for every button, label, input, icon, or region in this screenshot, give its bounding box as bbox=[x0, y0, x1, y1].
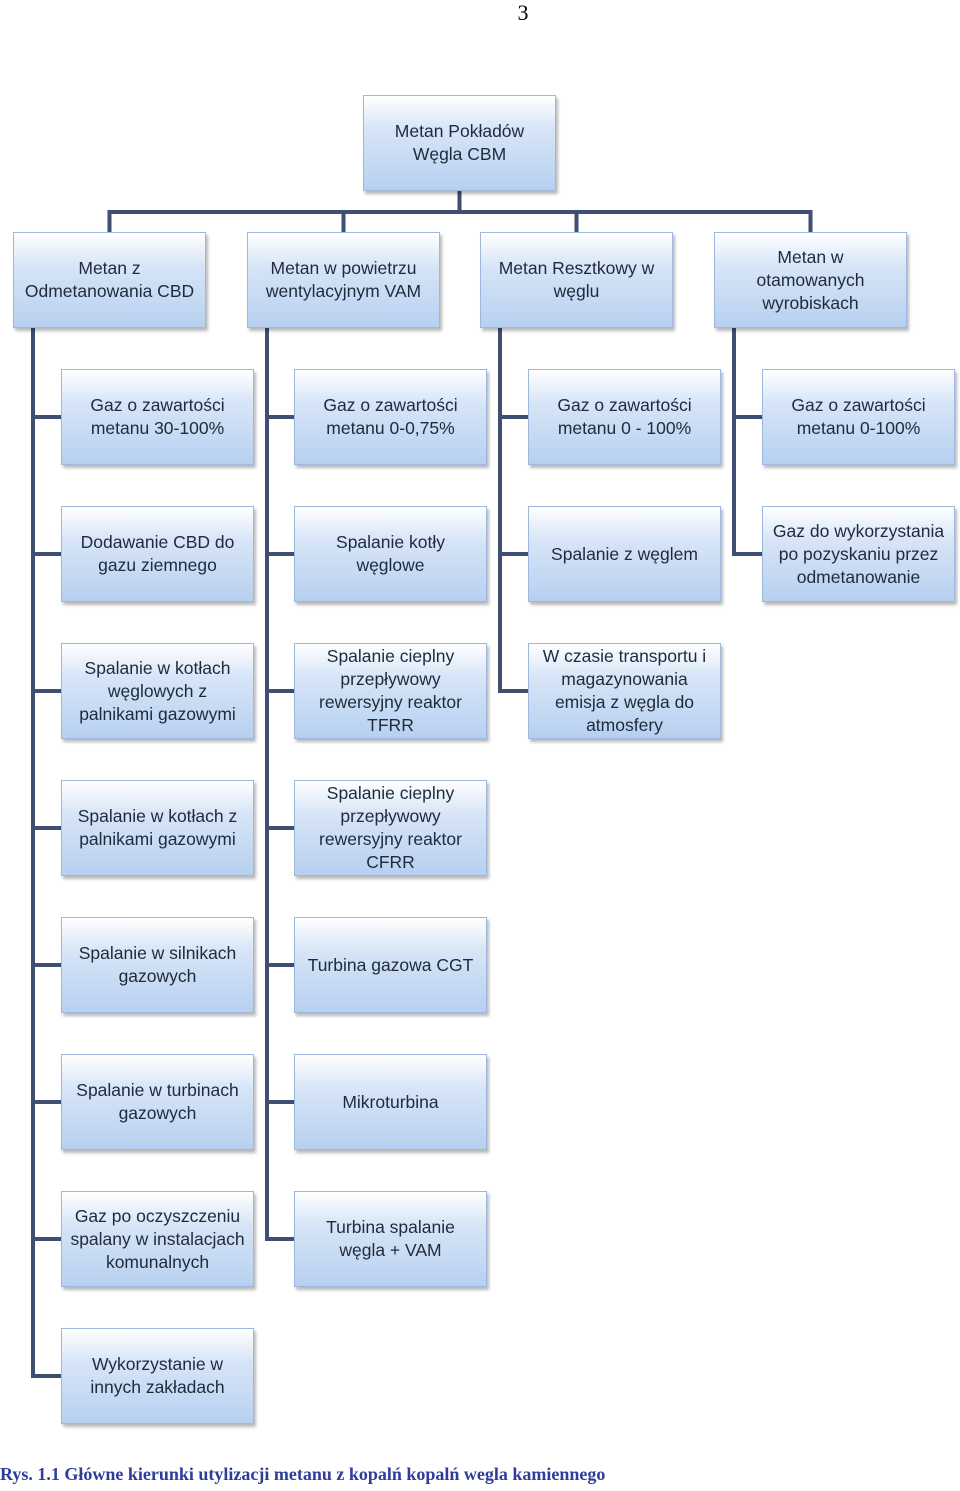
child-node-1-4: Turbina gazowa CGT bbox=[294, 917, 487, 1013]
child-node-0-3: Spalanie w kotłach z palnikami gazowymi bbox=[61, 780, 254, 876]
child-node-0-5: Spalanie w turbinach gazowych bbox=[61, 1054, 254, 1150]
child-node-2-1: Spalanie z węglem bbox=[528, 506, 721, 602]
child-node-2-0: Gaz o zawartości metanu 0 - 100% bbox=[528, 369, 721, 465]
child-node-1-5: Mikroturbina bbox=[294, 1054, 487, 1150]
child-node-0-7: Wykorzystanie w innych zakładach bbox=[61, 1328, 254, 1424]
child-node-1-3: Spalanie cieplny przepływowy rewersyjny … bbox=[294, 780, 487, 876]
category-node-3: Metan w otamowanych wyrobiskach bbox=[714, 232, 907, 328]
category-node-0: Metan z Odmetanowania CBD bbox=[13, 232, 206, 328]
figure-caption: Rys. 1.1 Główne kierunki utylizacji meta… bbox=[0, 1464, 606, 1484]
child-node-1-0: Gaz o zawartości metanu 0-0,75% bbox=[294, 369, 487, 465]
category-node-2: Metan Resztkowy w węglu bbox=[480, 232, 673, 328]
page-number: 3 bbox=[517, 0, 529, 25]
child-node-1-2: Spalanie cieplny przepływowy rewersyjny … bbox=[294, 643, 487, 739]
child-node-0-4: Spalanie w silnikach gazowych bbox=[61, 917, 254, 1013]
child-node-1-6: Turbina spalanie węgla + VAM bbox=[294, 1191, 487, 1287]
child-node-0-1: Dodawanie CBD do gazu ziemnego bbox=[61, 506, 254, 602]
child-node-3-0: Gaz o zawartości metanu 0-100% bbox=[762, 369, 955, 465]
root-node: Metan Pokładów Węgla CBM bbox=[363, 95, 556, 191]
child-node-0-6: Gaz po oczyszczeniu spalany w instalacja… bbox=[61, 1191, 254, 1287]
child-node-3-1: Gaz do wykorzystania po pozyskaniu przez… bbox=[762, 506, 955, 602]
child-node-0-0: Gaz o zawartości metanu 30-100% bbox=[61, 369, 254, 465]
child-node-1-1: Spalanie kotły węglowe bbox=[294, 506, 487, 602]
child-node-2-2: W czasie transportu i magazynowania emis… bbox=[528, 643, 721, 739]
child-node-0-2: Spalanie w kotłach węglowych z palnikami… bbox=[61, 643, 254, 739]
category-node-1: Metan w powietrzu wentylacyjnym VAM bbox=[247, 232, 440, 328]
